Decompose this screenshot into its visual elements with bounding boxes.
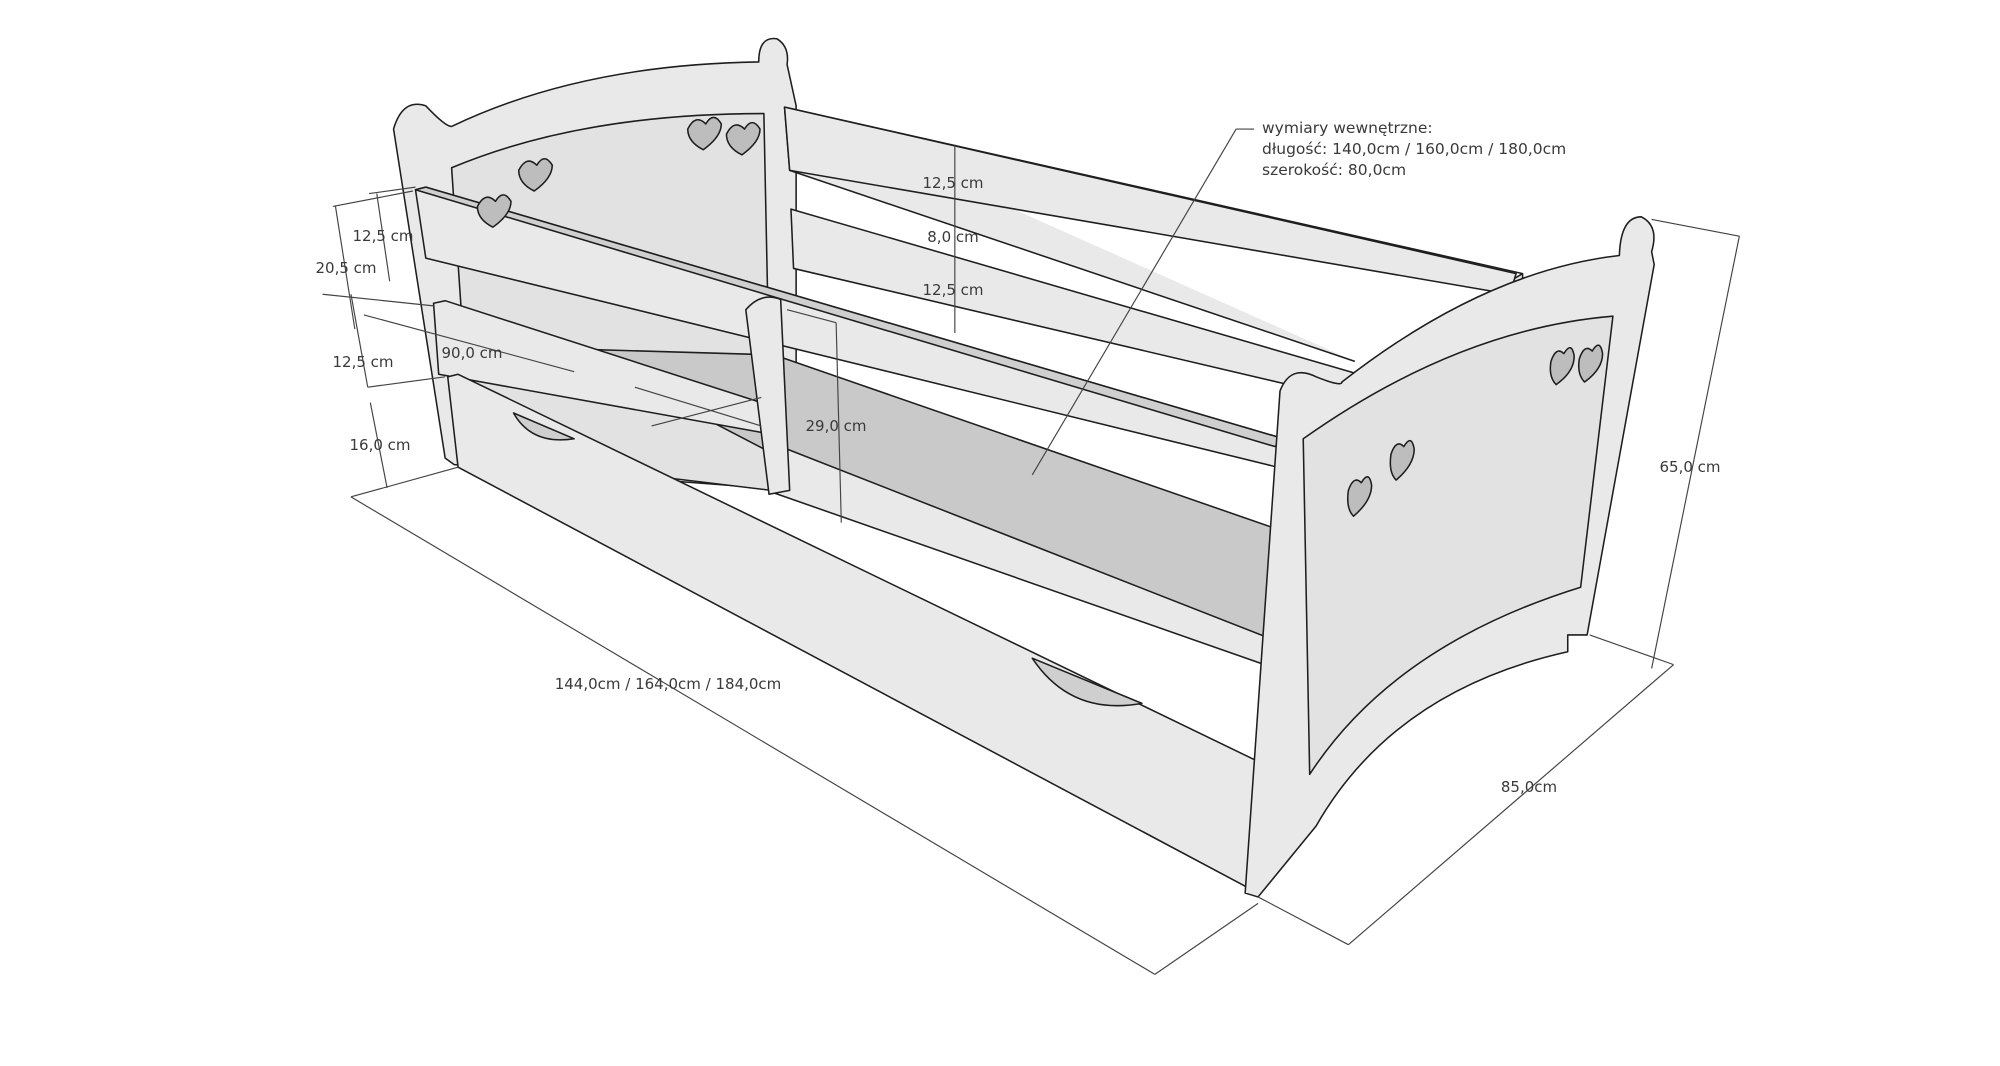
divider-post: [745, 296, 791, 496]
dim-opening-width: 90,0 cm: [441, 344, 503, 362]
heart-cutout: [725, 121, 761, 156]
dim-mattress-to-rail: 29,0 cm: [805, 417, 867, 435]
note-width: szerokość: 80,0cm: [1262, 161, 1407, 179]
heart-cutout: [517, 157, 554, 192]
heart-cutout: [1346, 476, 1373, 517]
dim-total-height: 65,0 cm: [1659, 458, 1721, 476]
dimension-lines: [322, 128, 1740, 975]
dim-back-gap: 8,0 cm: [927, 228, 979, 246]
drawer-handle-left: [512, 412, 575, 441]
footboard-inner-panel: [1302, 315, 1614, 776]
heart-cutout: [686, 116, 723, 151]
note-length: długość: 140,0cm / 160,0cm / 180,0cm: [1262, 140, 1567, 158]
dim-back-top-rail: 12,5 cm: [922, 174, 984, 192]
dim-total-length: 144,0cm / 164,0cm / 184,0cm: [554, 675, 782, 693]
heart-cutout: [1389, 439, 1415, 481]
internal-dimensions-note: wymiary wewnętrzne: długość: 140,0cm / 1…: [1262, 118, 1566, 181]
heart-cutout: [1549, 347, 1575, 386]
dim-back-lower-rail: 12,5 cm: [922, 281, 984, 299]
dim-front-top-rail: 12,5 cm: [352, 227, 414, 245]
dim-total-width: 85,0cm: [1500, 778, 1558, 796]
heart-cutout: [476, 194, 512, 228]
drawer-handle-right: [1031, 657, 1143, 707]
note-title: wymiary wewnętrzne:: [1262, 119, 1433, 137]
dim-front-upper-total: 20,5 cm: [315, 259, 377, 277]
heart-cutout: [1577, 344, 1604, 383]
dim-front-lower-rail: 12,5 cm: [332, 353, 394, 371]
dim-drawer-height: 16,0 cm: [349, 436, 411, 454]
